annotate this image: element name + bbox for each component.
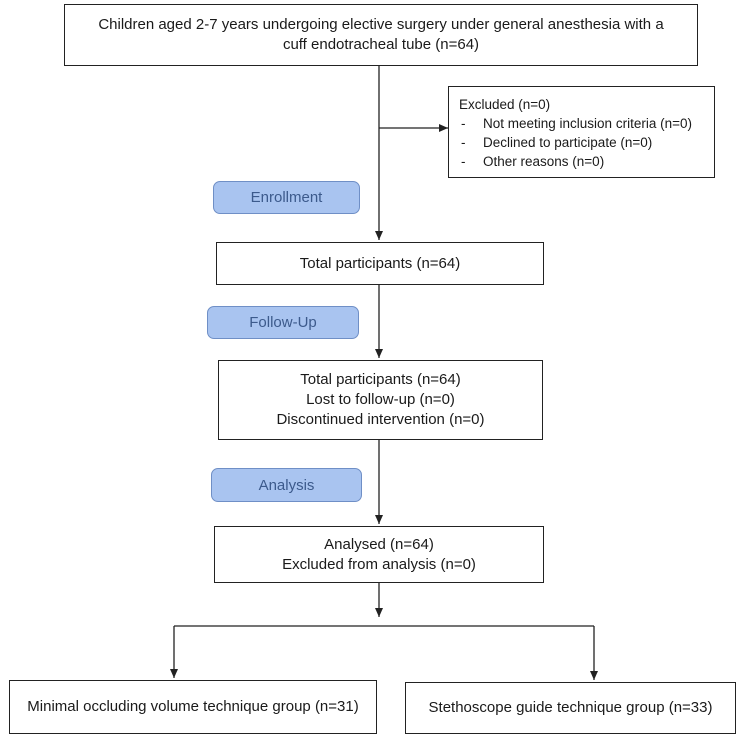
group-left-box: Minimal occluding volume technique group… <box>9 680 377 734</box>
follow-up-box: Total participants (n=64) Lost to follow… <box>218 360 543 440</box>
total-participants-box: Total participants (n=64) <box>216 242 544 285</box>
excluded-reason: Declined to participate (n=0) <box>459 133 704 152</box>
excluded-reasons: Not meeting inclusion criteria (n=0) Dec… <box>459 114 704 171</box>
stage-follow-up: Follow-Up <box>207 306 359 339</box>
follow-up-line1: Total participants (n=64) <box>300 371 461 388</box>
group-right-text: Stethoscope guide technique group (n=33) <box>428 699 713 716</box>
excluded-title: Excluded (n=0) <box>459 97 551 112</box>
total-participants-text: Total participants (n=64) <box>299 254 461 272</box>
excluded-box: Excluded (n=0) Not meeting inclusion cri… <box>448 86 715 178</box>
stage-analysis: Analysis <box>211 468 362 502</box>
group-left-text: Minimal occluding volume technique group… <box>27 698 359 715</box>
excluded-reason: Not meeting inclusion criteria (n=0) <box>459 114 704 133</box>
eligibility-line2: cuff endotracheal tube (n=64) <box>282 36 480 53</box>
analysis-line2: Excluded from analysis (n=0) <box>282 555 476 573</box>
excluded-reason: Other reasons (n=0) <box>459 152 704 171</box>
group-right-box: Stethoscope guide technique group (n=33) <box>405 682 736 734</box>
analysis-line1: Analysed (n=64) <box>324 535 434 553</box>
analysis-box: Analysed (n=64) Excluded from analysis (… <box>214 526 544 583</box>
eligibility-line1: Children aged 2-7 years undergoing elect… <box>98 16 664 33</box>
eligibility-box: Children aged 2-7 years undergoing elect… <box>64 4 698 66</box>
stage-enrollment: Enrollment <box>213 181 360 214</box>
follow-up-line2: Lost to follow-up (n=0) <box>306 391 455 408</box>
follow-up-line3: Discontinued intervention (n=0) <box>276 411 485 428</box>
